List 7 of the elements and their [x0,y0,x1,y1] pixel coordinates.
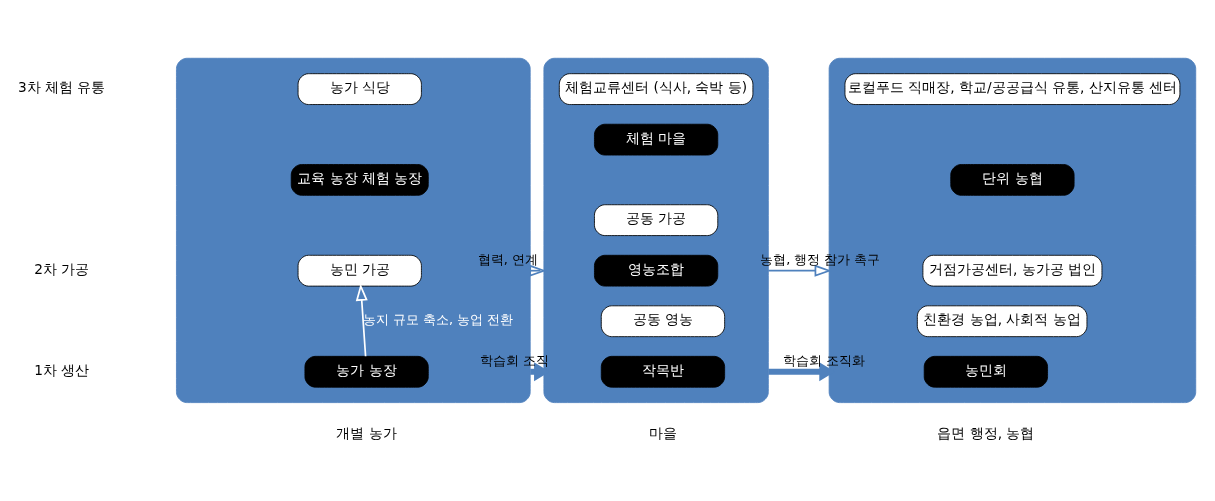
label: 마을 [648,424,677,441]
label: 읍면 행정, 농협 [937,424,1035,441]
label: 2차 가공 [34,260,90,277]
edge-label: 농지 규모 축소, 농업 전환 [362,311,514,327]
label: 3차 체험 유통 [17,78,106,95]
label: 1차 생산 [34,361,90,378]
label: 개별 농가 [336,424,397,441]
